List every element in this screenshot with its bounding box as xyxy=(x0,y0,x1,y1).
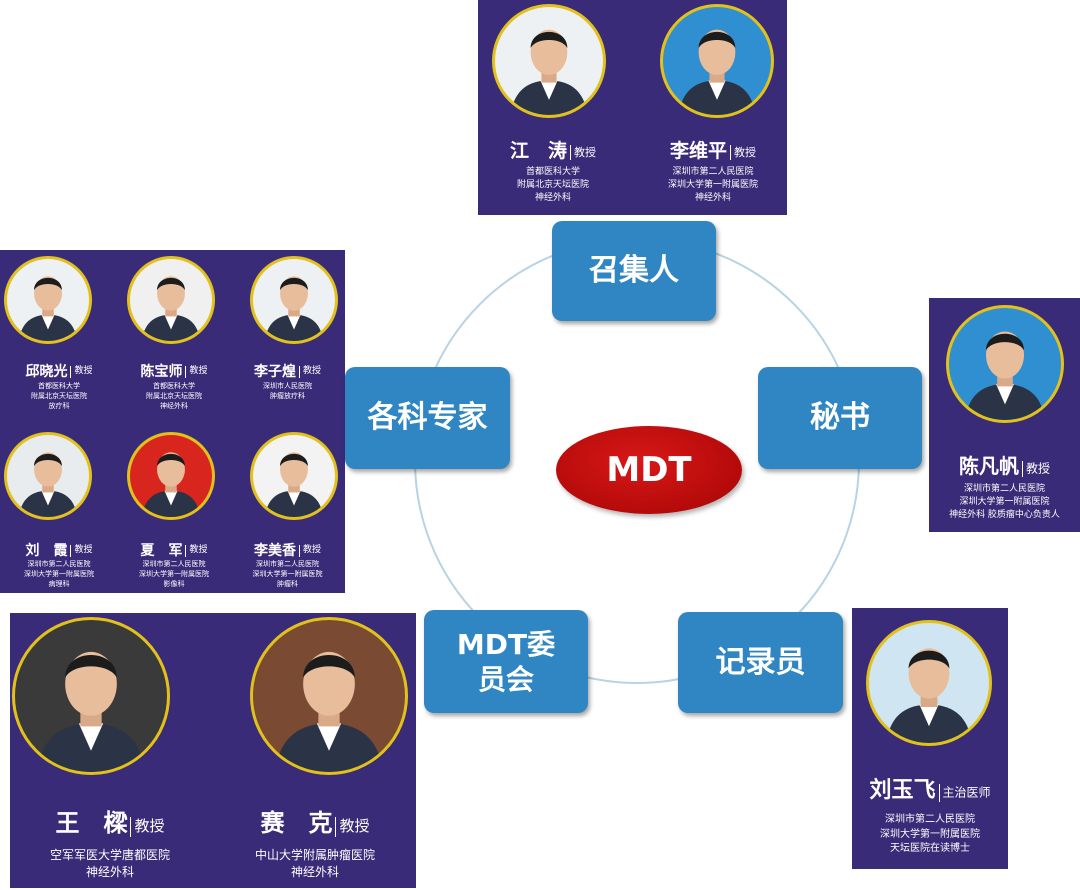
doctor-card: 赛 克教授 中山大学附属肿瘤医院 神经外科 xyxy=(214,613,416,888)
doctor-affiliation: 深圳大学第一附属医院 xyxy=(24,570,94,579)
doctor-name: 陈凡帆 xyxy=(958,454,1019,478)
mdt-center-ellipse: MDT xyxy=(556,426,742,514)
doctor-portrait xyxy=(866,620,992,746)
doctor-card: 王 樑教授 空军军医大学唐都医院 神经外科 xyxy=(10,613,210,888)
doctor-affiliation: 深圳大学第一附属医院 xyxy=(139,570,209,579)
doctor-affiliation: 深圳市第二人民医院 xyxy=(27,560,91,568)
doctor-affiliation: 深圳市第二人民医院 xyxy=(963,484,1045,494)
doctor-affiliation: 深圳市人民医院 xyxy=(263,382,312,390)
doctor-name: 夏 军 xyxy=(140,543,183,559)
doctor-title: 教授 xyxy=(574,146,596,159)
doctor-name: 李美香 xyxy=(253,543,296,559)
role-box-convener: 召集人 xyxy=(552,221,716,321)
role-box-experts: 各科专家 xyxy=(345,367,510,469)
doctor-title: 教授 xyxy=(74,366,93,376)
doctor-affiliation: 放疗科 xyxy=(48,402,70,411)
doctor-affiliation: 附属北京天坛医院 xyxy=(31,392,87,401)
doctor-name: 陈宝师 xyxy=(140,364,183,380)
doctor-affiliation: 深圳大学第一附属医院 xyxy=(667,180,758,191)
doctor-name: 邱晓光 xyxy=(25,364,68,380)
doctor-affiliation: 深圳大学第一附属医院 xyxy=(959,497,1050,508)
doctor-portrait xyxy=(127,256,215,344)
role-box-secretary: 秘书 xyxy=(758,367,922,469)
doctor-title: 教授 xyxy=(339,817,370,835)
secretary-panel: 陈凡帆教授 深圳市第二人民医院 深圳大学第一附属医院 神经外科 胶质瘤中心负责人 xyxy=(929,298,1080,532)
doctor-affiliation: 首都医科大学 xyxy=(38,382,80,390)
doctor-affiliation: 神经外科 胶质瘤中心负责人 xyxy=(949,510,1060,521)
doctor-card: 陈宝师教授 首都医科大学 附属北京天坛医院 神经外科 xyxy=(115,250,233,420)
doctor-portrait xyxy=(12,617,170,775)
doctor-affiliation: 神经外科 xyxy=(534,193,571,204)
doctor-affiliation: 病理科 xyxy=(48,580,70,589)
doctor-affiliation: 深圳市第二人民医院 xyxy=(256,560,319,568)
doctor-name: 江 涛 xyxy=(509,140,567,162)
doctor-title: 教授 xyxy=(734,146,756,159)
doctor-affiliation: 首都医科大学 xyxy=(153,382,195,390)
doctor-portrait xyxy=(250,432,338,520)
experts-panel: 邱晓光教授 首都医科大学 附属北京天坛医院 放疗科 陈宝师教授 首都医科大学 附… xyxy=(0,250,345,593)
doctor-portrait xyxy=(250,617,408,775)
role-label: 秘书 xyxy=(810,400,870,436)
doctor-affiliation: 神经外科 xyxy=(85,865,134,880)
doctor-affiliation: 深圳市第二人民医院 xyxy=(672,167,754,177)
doctor-name: 李子煌 xyxy=(253,364,296,380)
doctor-title: 主治医师 xyxy=(942,785,991,800)
doctor-title: 教授 xyxy=(302,545,321,555)
doctor-portrait xyxy=(946,305,1064,423)
doctor-card: 江 涛教授 首都医科大学 附属北京天坛医院 神经外科 xyxy=(478,0,628,215)
doctor-title: 教授 xyxy=(302,366,321,376)
doctor-affiliation: 中山大学附属肿瘤医院 xyxy=(254,848,375,862)
doctor-affiliation: 附属北京天坛医院 xyxy=(516,180,589,191)
doctor-card: 刘玉飞主治医师 深圳市第二人民医院 深圳大学第一附属医院 天坛医院在读博士 xyxy=(852,608,1008,869)
mdt-center-label: MDT xyxy=(606,450,692,490)
doctor-affiliation: 天坛医院在读博士 xyxy=(890,843,970,854)
role-box-recorder: 记录员 xyxy=(678,612,843,713)
doctor-name: 刘 霞 xyxy=(25,543,68,559)
doctor-affiliation: 深圳大学第一附属医院 xyxy=(252,570,323,579)
doctor-card: 陈凡帆教授 深圳市第二人民医院 深圳大学第一附属医院 神经外科 胶质瘤中心负责人 xyxy=(929,298,1080,532)
doctor-affiliation: 神经外科 xyxy=(290,865,339,880)
doctor-affiliation: 深圳市第二人民医院 xyxy=(142,560,206,568)
role-label: 各科专家 xyxy=(367,400,488,436)
doctor-portrait xyxy=(127,432,215,520)
doctor-affiliation: 肿瘤放疗科 xyxy=(270,392,305,401)
doctor-portrait xyxy=(492,4,606,118)
doctor-affiliation: 首都医科大学 xyxy=(525,167,580,177)
doctor-title: 教授 xyxy=(189,366,208,376)
doctor-card: 刘 霞教授 深圳市第二人民医院 深圳大学第一附属医院 病理科 xyxy=(0,422,118,593)
doctor-affiliation: 神经外科 xyxy=(694,193,731,204)
doctor-card: 夏 军教授 深圳市第二人民医院 深圳大学第一附属医院 影像科 xyxy=(115,422,233,593)
role-label: MDT委 员会 xyxy=(456,627,556,696)
doctor-portrait xyxy=(4,256,92,344)
doctor-portrait xyxy=(4,432,92,520)
convener-panel: 江 涛教授 首都医科大学 附属北京天坛医院 神经外科 李维平教授 深圳市第二人民… xyxy=(478,0,787,215)
doctor-title: 教授 xyxy=(1025,461,1050,476)
doctor-name: 赛 克 xyxy=(260,809,333,837)
role-box-committee: MDT委 员会 xyxy=(424,610,588,713)
doctor-title: 教授 xyxy=(189,545,208,555)
doctor-card: 李维平教授 深圳市第二人民医院 深圳大学第一附属医院 神经外科 xyxy=(638,0,787,215)
doctor-affiliation: 肿瘤科 xyxy=(277,580,298,589)
doctor-affiliation: 神经外科 xyxy=(160,402,188,411)
recorder-panel: 刘玉飞主治医师 深圳市第二人民医院 深圳大学第一附属医院 天坛医院在读博士 xyxy=(852,608,1008,869)
doctor-portrait xyxy=(250,256,338,344)
doctor-portrait xyxy=(660,4,774,118)
doctor-affiliation: 深圳市第二人民医院 xyxy=(885,814,975,825)
role-label: 记录员 xyxy=(715,644,806,680)
doctor-title: 教授 xyxy=(134,817,165,835)
doctor-card: 李美香教授 深圳市第二人民医院 深圳大学第一附属医院 肿瘤科 xyxy=(230,422,345,593)
doctor-card: 李子煌教授 深圳市人民医院 肿瘤放疗科 xyxy=(230,250,345,420)
doctor-name: 刘玉飞 xyxy=(869,778,936,803)
doctor-affiliation: 深圳大学第一附属医院 xyxy=(880,828,980,840)
role-label: 召集人 xyxy=(589,253,679,289)
committee-panel: 王 樑教授 空军军医大学唐都医院 神经外科 赛 克教授 中山大学附属肿瘤医院 神… xyxy=(10,613,416,888)
doctor-name: 王 樑 xyxy=(55,809,128,837)
doctor-affiliation: 空军军医大学唐都医院 xyxy=(49,848,170,862)
doctor-card: 邱晓光教授 首都医科大学 附属北京天坛医院 放疗科 xyxy=(0,250,118,420)
doctor-affiliation: 影像科 xyxy=(163,580,185,589)
doctor-name: 李维平 xyxy=(669,140,727,162)
doctor-title: 教授 xyxy=(74,545,93,555)
doctor-affiliation: 附属北京天坛医院 xyxy=(146,392,202,401)
